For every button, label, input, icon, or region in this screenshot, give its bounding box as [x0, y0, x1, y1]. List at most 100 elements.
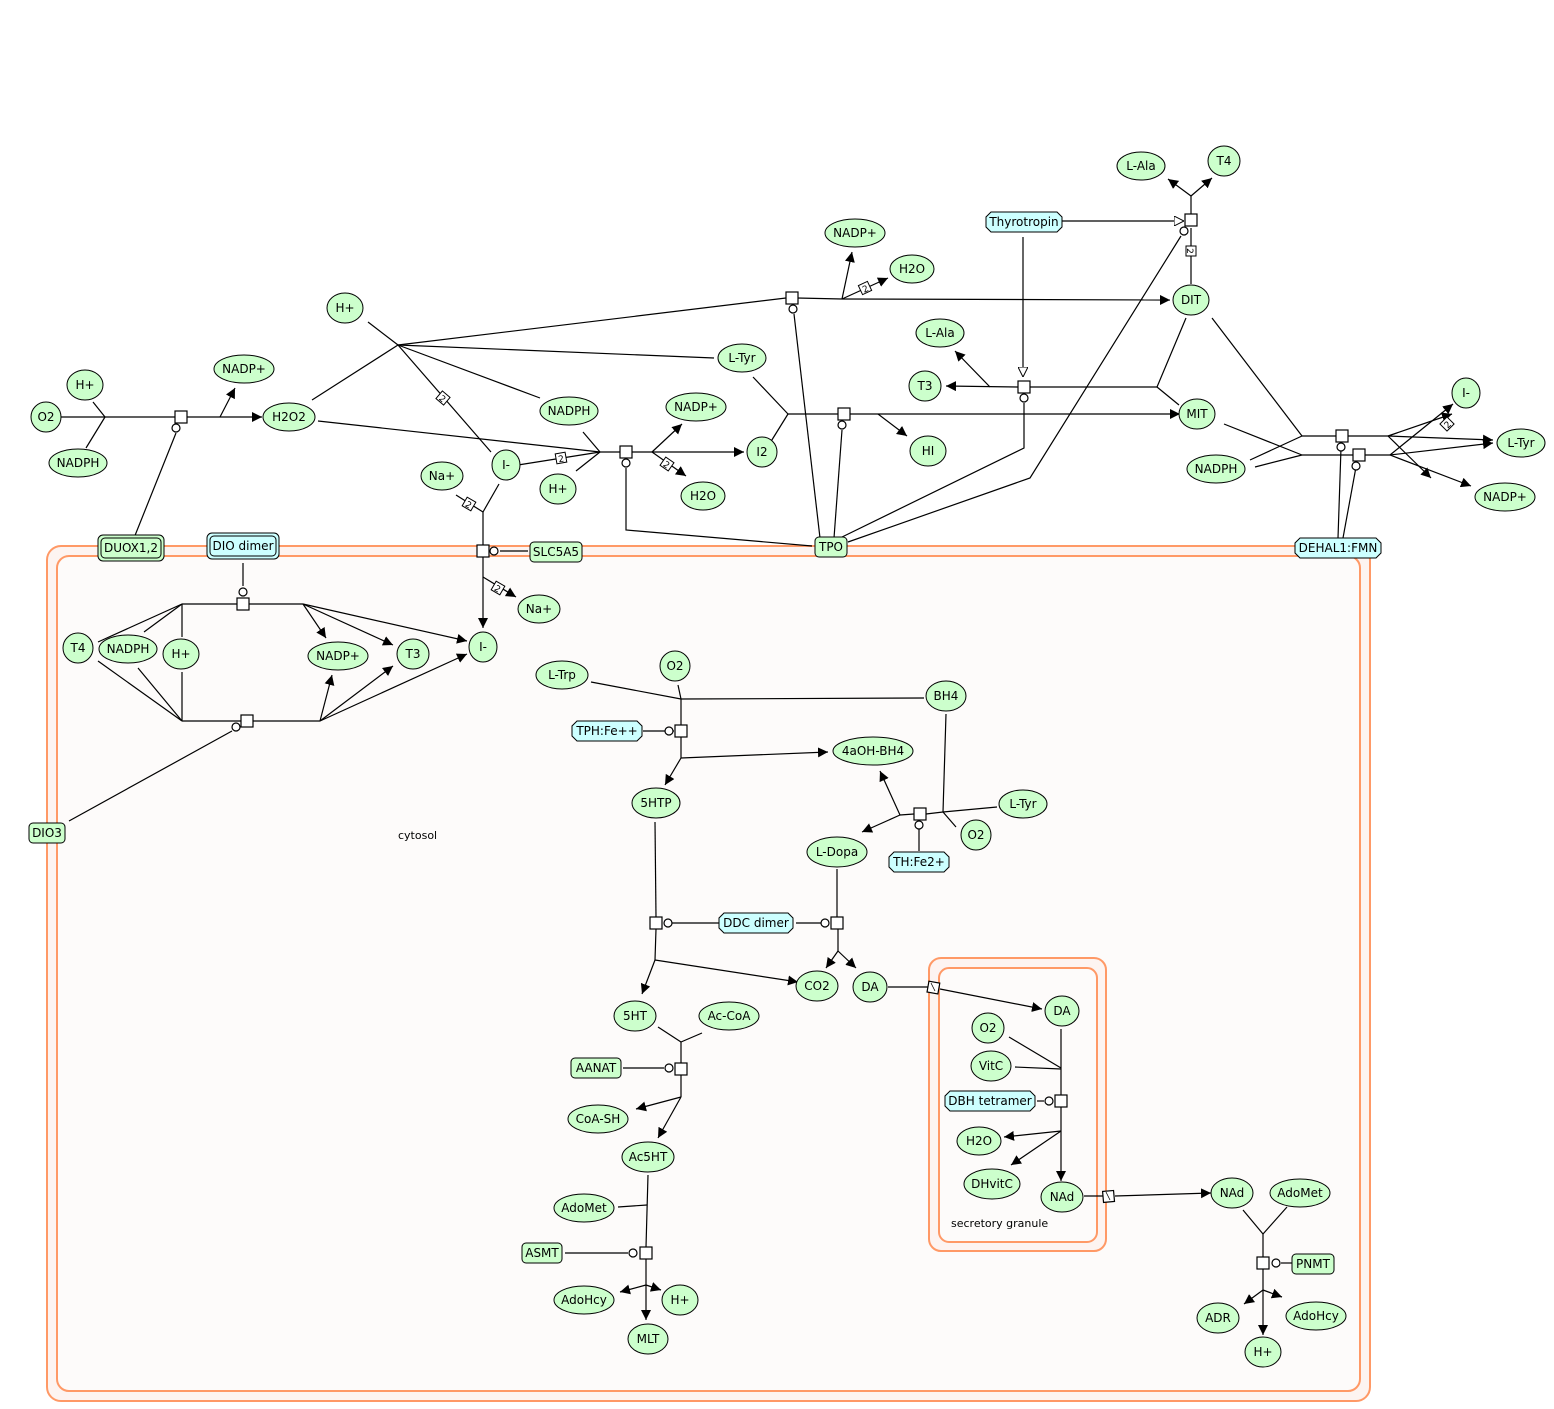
node-nadpp-e[interactable]: NADP+: [307, 641, 369, 671]
node-th[interactable]: TH:Fe2+: [888, 851, 950, 873]
node-h2o-c[interactable]: H2O: [956, 1126, 1002, 1156]
node-h2o-b[interactable]: H2O: [889, 254, 935, 284]
node-dbh[interactable]: DBH tetramer: [944, 1090, 1036, 1112]
node-nadph-b[interactable]: NADPH: [539, 396, 599, 426]
node-t3-a[interactable]: T3: [908, 370, 942, 402]
node-h2o-a[interactable]: H2O: [680, 481, 726, 511]
node-pnmt[interactable]: PNMT: [1291, 1253, 1335, 1275]
simple-chemical-shape: [539, 473, 577, 505]
node-ltyr-c[interactable]: L-Tyr: [998, 789, 1048, 819]
node-dio-dimer[interactable]: DIO dimer: [206, 532, 280, 560]
node-ltyr-a[interactable]: L-Tyr: [717, 343, 767, 373]
process-node[interactable]: [619, 445, 633, 459]
node-hplus-b[interactable]: H+: [326, 292, 364, 324]
process-node[interactable]: [240, 714, 254, 728]
node-t4-a[interactable]: T4: [1207, 145, 1241, 177]
node-nap-a[interactable]: Na+: [420, 461, 464, 491]
node-nap-b[interactable]: Na+: [517, 594, 561, 624]
node-mit[interactable]: MIT: [1178, 398, 1216, 430]
node-dio3[interactable]: DIO3: [28, 822, 66, 844]
node-nadpp-b[interactable]: NADP+: [665, 392, 727, 422]
node-da-a[interactable]: DA: [852, 971, 888, 1003]
node-nad-b[interactable]: NAd: [1210, 1177, 1254, 1209]
process-node[interactable]: [674, 1062, 688, 1076]
node-dit[interactable]: DIT: [1172, 284, 1210, 316]
node-asmt[interactable]: ASMT: [521, 1242, 563, 1264]
node-hplus-a[interactable]: H+: [66, 369, 104, 401]
node-adohcy-a[interactable]: AdoHcy: [553, 1285, 615, 1315]
process-node[interactable]: [236, 597, 250, 611]
catalysis-circle: [171, 423, 181, 433]
process-node[interactable]: [1256, 1256, 1270, 1270]
process-node[interactable]: [476, 544, 490, 558]
node-hplus-e[interactable]: H+: [661, 1284, 699, 1316]
node-lala-b[interactable]: L-Ala: [1116, 151, 1166, 181]
node-coash[interactable]: CoA-SH: [567, 1104, 629, 1134]
node-iminus-c[interactable]: I-: [468, 631, 498, 663]
node-nadpp-a[interactable]: NADP+: [213, 354, 275, 384]
node-nadph-a[interactable]: NADPH: [48, 448, 108, 478]
node-ac5ht[interactable]: Ac5HT: [621, 1141, 675, 1173]
node-thyrotropin[interactable]: Thyrotropin: [985, 211, 1063, 233]
node-nadpp-d[interactable]: NADP+: [1474, 482, 1536, 512]
node-co2[interactable]: CO2: [795, 970, 839, 1002]
node-adr[interactable]: ADR: [1196, 1302, 1240, 1334]
node-nadph-c[interactable]: NADPH: [1186, 454, 1246, 484]
node-hplus-d[interactable]: H+: [162, 638, 200, 670]
node-o2-b[interactable]: O2: [659, 650, 691, 682]
node-mlt[interactable]: MLT: [627, 1323, 669, 1355]
process-node[interactable]: [649, 916, 663, 930]
node-oh-bh4[interactable]: 4aOH-BH4: [832, 736, 914, 766]
node-nadph-d[interactable]: NADPH: [98, 634, 158, 664]
node-adohcy-b[interactable]: AdoHcy: [1285, 1301, 1347, 1331]
node-ltyr-b[interactable]: L-Tyr: [1496, 428, 1546, 458]
node-dhvitc[interactable]: DHvitC: [963, 1168, 1021, 1200]
node-iminus-b[interactable]: I-: [1451, 377, 1481, 409]
node-slc5a5[interactable]: SLC5A5: [529, 541, 583, 563]
node-adomet-a[interactable]: AdoMet: [553, 1193, 615, 1223]
process-node[interactable]: [1054, 1094, 1068, 1108]
node-label: T3: [405, 647, 421, 661]
node-h2o2[interactable]: H2O2: [262, 402, 316, 432]
node-tph[interactable]: TPH:Fe++: [571, 720, 643, 742]
node-bh4[interactable]: BH4: [925, 680, 967, 712]
process-node[interactable]: [830, 916, 844, 930]
node-dehal1[interactable]: DEHAL1:FMN: [1294, 537, 1382, 559]
process-node[interactable]: [674, 724, 688, 738]
node-tpo[interactable]: TPO: [814, 536, 848, 558]
catalysis-circle: [489, 546, 499, 556]
node-htp5[interactable]: 5HTP: [631, 787, 681, 819]
node-hi[interactable]: HI: [909, 435, 947, 467]
process-node[interactable]: [1335, 429, 1349, 443]
node-hplus-c[interactable]: H+: [539, 473, 577, 505]
process-node[interactable]: [913, 807, 927, 821]
node-adomet-b[interactable]: AdoMet: [1269, 1178, 1331, 1208]
process-node[interactable]: [1352, 448, 1366, 462]
process-node[interactable]: [1017, 380, 1031, 394]
node-ddc[interactable]: DDC dimer: [718, 912, 794, 934]
process-node[interactable]: [785, 291, 799, 305]
node-da-b[interactable]: DA: [1044, 995, 1080, 1027]
node-nad-a[interactable]: NAd: [1040, 1181, 1084, 1213]
node-accoa[interactable]: Ac-CoA: [698, 1001, 760, 1031]
process-node[interactable]: [837, 407, 851, 421]
node-lala-a[interactable]: L-Ala: [915, 318, 965, 348]
process-node[interactable]: [1184, 213, 1198, 227]
node-duox[interactable]: DUOX1,2: [97, 534, 165, 562]
node-o2-d[interactable]: O2: [971, 1012, 1005, 1044]
node-ldopa[interactable]: L-Dopa: [806, 836, 868, 868]
node-vitc[interactable]: VitC: [970, 1050, 1012, 1082]
node-t4-b[interactable]: T4: [62, 632, 94, 664]
node-hplus-f[interactable]: H+: [1244, 1336, 1282, 1368]
node-ltrp[interactable]: L-Trp: [535, 660, 589, 690]
node-i2[interactable]: I2: [746, 436, 778, 468]
node-nadpp-c[interactable]: NADP+: [824, 218, 886, 248]
node-o2-a[interactable]: O2: [30, 401, 62, 433]
node-t3-b[interactable]: T3: [396, 638, 430, 670]
process-node[interactable]: [174, 410, 188, 424]
node-o2-c[interactable]: O2: [960, 819, 992, 851]
process-node[interactable]: [639, 1246, 653, 1260]
node-iminus-a[interactable]: I-: [491, 449, 521, 481]
node-ht5[interactable]: 5HT: [613, 1000, 657, 1032]
node-aanat[interactable]: AANAT: [570, 1057, 622, 1079]
